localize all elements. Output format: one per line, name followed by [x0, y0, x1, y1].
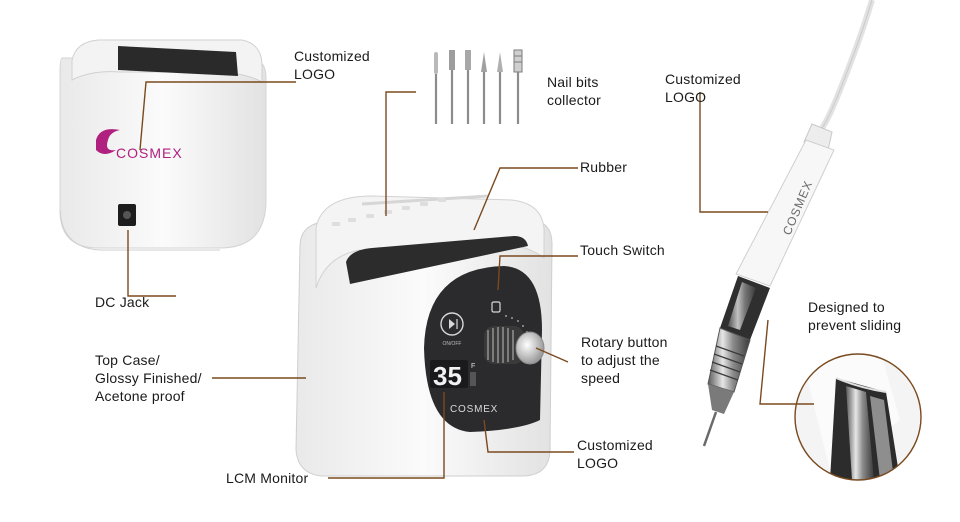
- zoom-detail: [794, 353, 922, 481]
- back-view-unit: COSMEX: [59, 39, 267, 251]
- handpiece: COSMEX: [702, 0, 875, 447]
- nail-bit: [497, 52, 503, 124]
- control-panel: ON/OFF 35 F COSMEX: [424, 266, 542, 432]
- label-rubber: Rubber: [580, 159, 628, 175]
- label-top-case: Top Case/Glossy Finished/Acetone proof: [95, 352, 202, 404]
- rubber-pad: [346, 236, 528, 284]
- nail-bit: [434, 52, 438, 124]
- logo-back: COSMEX: [96, 129, 183, 161]
- nail-bit: [513, 49, 523, 124]
- nail-bit: [449, 50, 455, 124]
- display-value: 35: [433, 361, 462, 391]
- lcm-display: 35 F: [430, 360, 476, 391]
- label-touch-switch: Touch Switch: [580, 242, 665, 258]
- nail-bit: [481, 52, 487, 124]
- label-lcm-monitor: LCM Monitor: [226, 470, 309, 486]
- brand-text-back: COSMEX: [116, 145, 183, 161]
- nail-bits: [434, 49, 523, 124]
- display-unit: F: [471, 363, 475, 370]
- rotary-knob[interactable]: [484, 326, 545, 365]
- brand-text-panel: COSMEX: [450, 404, 498, 415]
- power-button[interactable]: [440, 312, 464, 336]
- label-dc-jack: DC Jack: [95, 294, 150, 310]
- nail-bit: [465, 50, 471, 124]
- touch-switch-icon[interactable]: [491, 301, 501, 313]
- play-icon: [449, 319, 455, 329]
- main-unit: ON/OFF 35 F COSMEX: [295, 194, 553, 477]
- leader-lines: [127, 81, 814, 479]
- power-label: ON/OFF: [443, 341, 462, 347]
